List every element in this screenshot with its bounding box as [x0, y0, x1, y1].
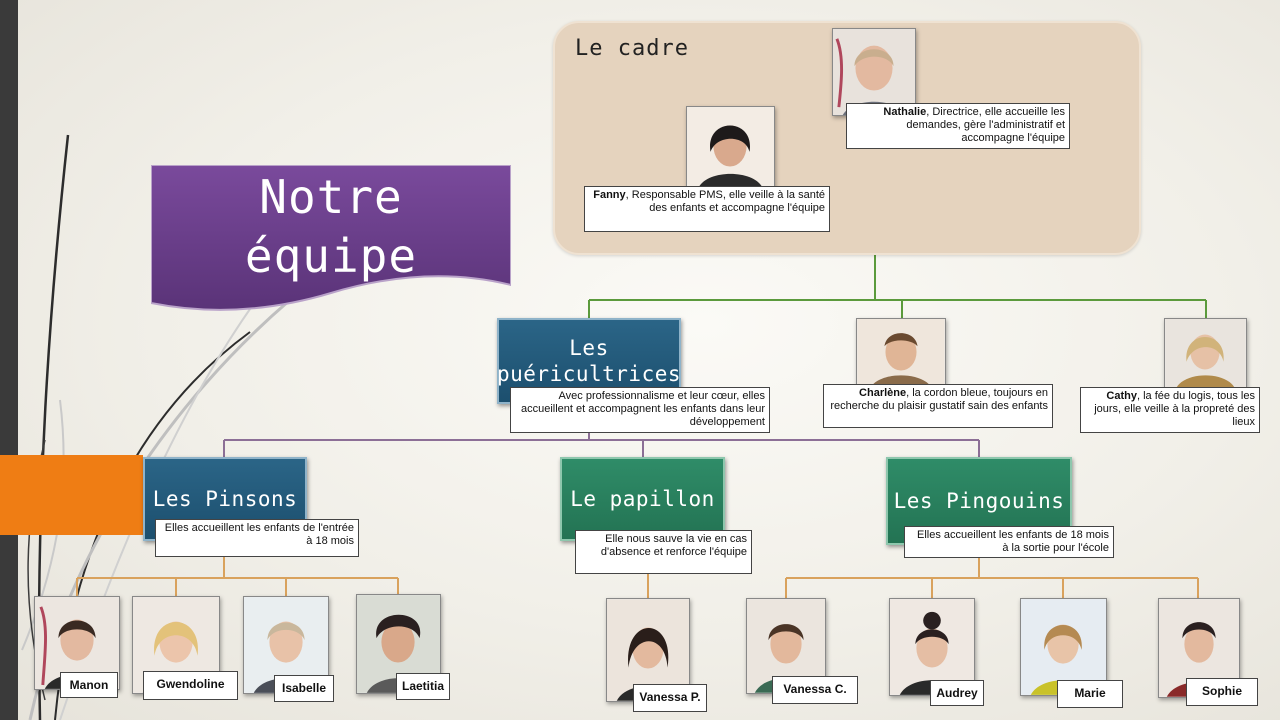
charlene-desc: , la cordon bleue, toujours en recherche…: [830, 387, 1048, 412]
sophie-name: Sophie: [1186, 678, 1258, 706]
fanny-name: Fanny: [593, 189, 626, 201]
person-portrait-icon: [607, 599, 689, 701]
charlene-caption: Charlène, la cordon bleue, toujours en r…: [823, 384, 1053, 428]
person-portrait-icon: [1021, 599, 1106, 695]
fanny-photo: [686, 106, 775, 188]
cadre-title: Le cadre: [575, 36, 689, 61]
person-portrait-icon: [1165, 319, 1246, 387]
fanny-caption: Fanny, Responsable PMS, elle veille à la…: [584, 186, 830, 232]
cathy-caption: Cathy, la fée du logis, tous les jours, …: [1080, 387, 1260, 433]
person-portrait-icon: [857, 319, 945, 387]
orange-accent-tab: [0, 455, 143, 535]
vanessa-p-name: Vanessa P.: [633, 684, 707, 712]
marie-name: Marie: [1057, 680, 1123, 708]
pingouins-title: Les Pingouins: [893, 489, 1065, 513]
vanessa-p-photo: [606, 598, 690, 702]
person-portrait-icon: [687, 107, 774, 187]
cathy-photo: [1164, 318, 1247, 388]
charlene-photo: [856, 318, 946, 388]
cathy-name: Cathy: [1106, 390, 1137, 402]
nathalie-name: Nathalie: [883, 106, 927, 118]
charlene-name: Charlène: [859, 387, 907, 399]
nathalie-desc: , Directrice, elle accueille les demande…: [906, 106, 1065, 144]
page-title-line-2: équipe: [244, 229, 418, 283]
pinsons-caption: Elles accueillent les enfants de l'entré…: [155, 519, 359, 557]
left-side-bar: [0, 0, 18, 720]
pingouins-caption: Elles accueillent les enfants de 18 mois…: [904, 526, 1114, 558]
cathy-desc: , la fée du logis, tous les jours, elle …: [1094, 390, 1255, 428]
person-portrait-icon: [890, 599, 974, 695]
page-title: Notre équipe: [151, 168, 511, 286]
puericultrices-title: Les puéricultrices: [497, 336, 682, 386]
vanessa-c-name: Vanessa C.: [772, 676, 858, 704]
manon-name: Manon: [60, 672, 118, 698]
audrey-name: Audrey: [930, 680, 984, 706]
title-banner: [151, 165, 511, 311]
puericultrices-caption: Avec professionnalisme et leur cœur, ell…: [510, 387, 770, 433]
fanny-desc: , Responsable PMS, elle veille à la sant…: [625, 189, 825, 214]
marie-photo: [1020, 598, 1107, 696]
laetitia-name: Laetitia: [396, 673, 450, 700]
pinsons-title: Les Pinsons: [152, 487, 298, 511]
isabelle-name: Isabelle: [274, 675, 334, 702]
papillon-caption: Elle nous sauve la vie en cas d'absence …: [575, 530, 752, 574]
papillon-box: Le papillon: [560, 457, 725, 541]
papillon-title: Le papillon: [570, 487, 715, 511]
page-title-line-1: Notre: [259, 170, 403, 224]
nathalie-caption: Nathalie, Directrice, elle accueille les…: [846, 103, 1070, 149]
audrey-photo: [889, 598, 975, 696]
gwendoline-name: Gwendoline: [143, 671, 238, 700]
